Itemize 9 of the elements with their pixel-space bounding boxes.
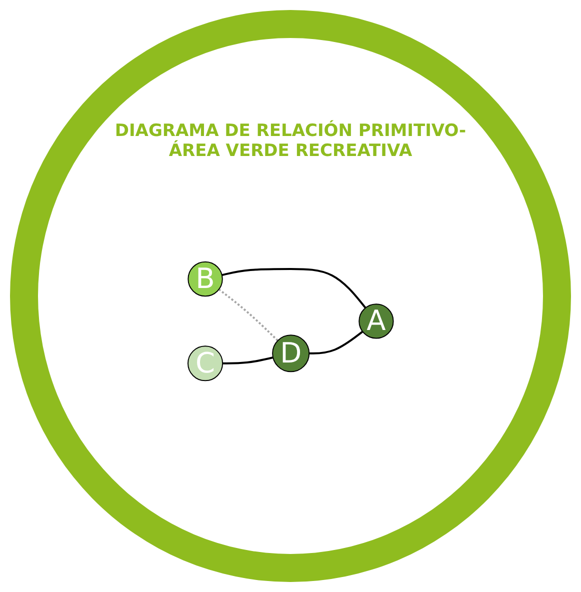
connector xyxy=(222,356,274,364)
connector xyxy=(218,288,278,342)
node-circle: A xyxy=(358,303,394,339)
node-circle: B xyxy=(188,261,223,296)
node-circle: C xyxy=(187,345,223,381)
connector xyxy=(308,330,364,354)
diagram-title: DIAGRAMA DE RELACIÓN PRIMITIVO-ÁREA VERDE RECREATIVA xyxy=(114,121,468,161)
connector xyxy=(222,268,366,308)
node-circle: D xyxy=(272,334,310,372)
